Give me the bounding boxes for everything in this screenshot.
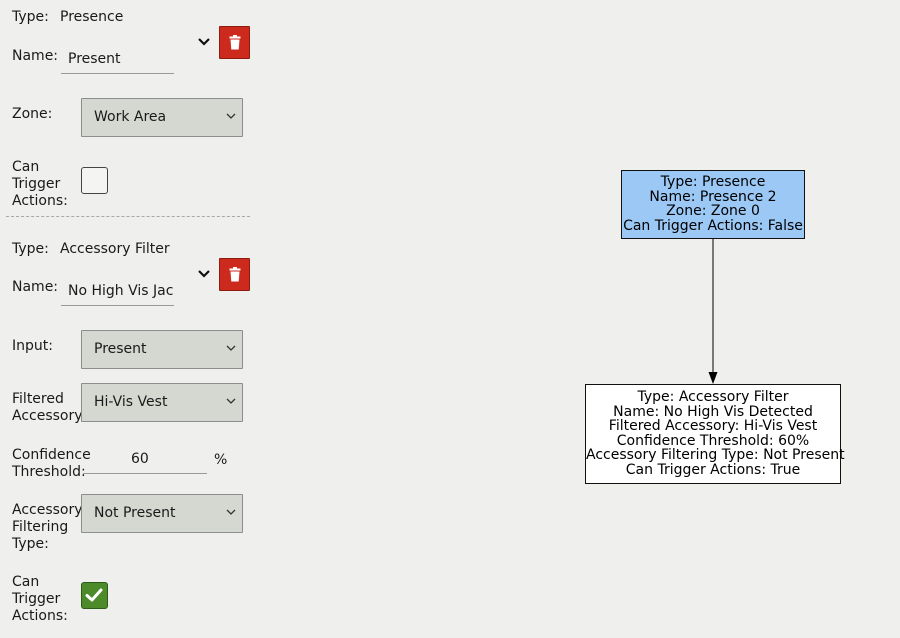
zone-select-value: Work Area	[94, 109, 167, 125]
input-select-value: Present	[94, 341, 147, 357]
node-line: Type: Presence	[660, 174, 766, 190]
node-line: Confidence Threshold: 60%	[616, 432, 810, 449]
name-label: Name:	[12, 48, 59, 64]
node-line: Can Trigger Actions: True	[625, 461, 801, 478]
graph-node-accessory-filter[interactable]: Type: Accessory Filter Name: No High Vis…	[585, 384, 845, 484]
type-label: Type:	[12, 9, 49, 25]
can-trigger-checkbox[interactable]	[81, 582, 108, 609]
filtered-accessory-label: Filtered Accessory:	[12, 391, 87, 424]
can-trigger-label: Can Trigger Actions:	[12, 159, 68, 209]
percent-unit: %	[214, 452, 228, 468]
delete-button[interactable]	[219, 26, 250, 59]
input-select[interactable]: Present	[81, 330, 243, 369]
chevron-down-icon	[226, 509, 236, 515]
section-divider	[6, 216, 250, 217]
filtered-accessory-select-value: Hi-Vis Vest	[94, 394, 168, 410]
node-line: Type: Accessory Filter	[637, 389, 789, 405]
name-input[interactable]	[61, 45, 174, 74]
node-line: Accessory Filtering Type: Not Present	[586, 447, 845, 464]
zone-label: Zone:	[12, 106, 53, 122]
trash-icon	[229, 35, 241, 50]
type-value: Presence	[60, 9, 124, 25]
can-trigger-label: Can Trigger Actions:	[12, 574, 68, 624]
type-value: Accessory Filter	[60, 241, 170, 257]
node-line: Filtered Accessory: Hi-Vis Vest	[608, 418, 818, 435]
name-input[interactable]	[61, 276, 174, 306]
confidence-label: Confidence Threshold:	[12, 447, 91, 480]
arrowhead-icon	[708, 372, 718, 384]
name-label: Name:	[12, 279, 59, 295]
chevron-down-icon	[226, 345, 236, 351]
chevron-down-icon	[226, 398, 236, 404]
delete-button[interactable]	[219, 258, 250, 291]
filtering-type-select[interactable]: Not Present	[81, 494, 243, 533]
can-trigger-checkbox[interactable]	[81, 167, 108, 194]
node-line: Can Trigger Actions: False	[623, 217, 803, 234]
zone-select[interactable]: Work Area	[81, 98, 243, 137]
filtering-type-label: Accessory Filtering Type:	[12, 502, 83, 552]
filtering-type-select-value: Not Present	[94, 505, 176, 521]
confidence-input[interactable]	[83, 445, 207, 474]
type-label: Type:	[12, 241, 49, 257]
graph-node-presence[interactable]: Type: Presence Name: Presence 2 Zone: Zo…	[621, 170, 805, 239]
checkmark-icon	[85, 588, 103, 602]
node-line: Zone: Zone 0	[666, 203, 760, 220]
chevron-down-icon	[226, 113, 236, 119]
node-line: Name: Presence 2	[649, 188, 777, 205]
input-label: Input:	[12, 338, 53, 354]
filtered-accessory-select[interactable]: Hi-Vis Vest	[81, 383, 243, 422]
chevron-down-icon[interactable]	[197, 37, 211, 47]
chevron-down-icon[interactable]	[197, 269, 211, 279]
node-line: Name: No High Vis Detected	[613, 403, 813, 420]
trash-icon	[229, 267, 241, 282]
